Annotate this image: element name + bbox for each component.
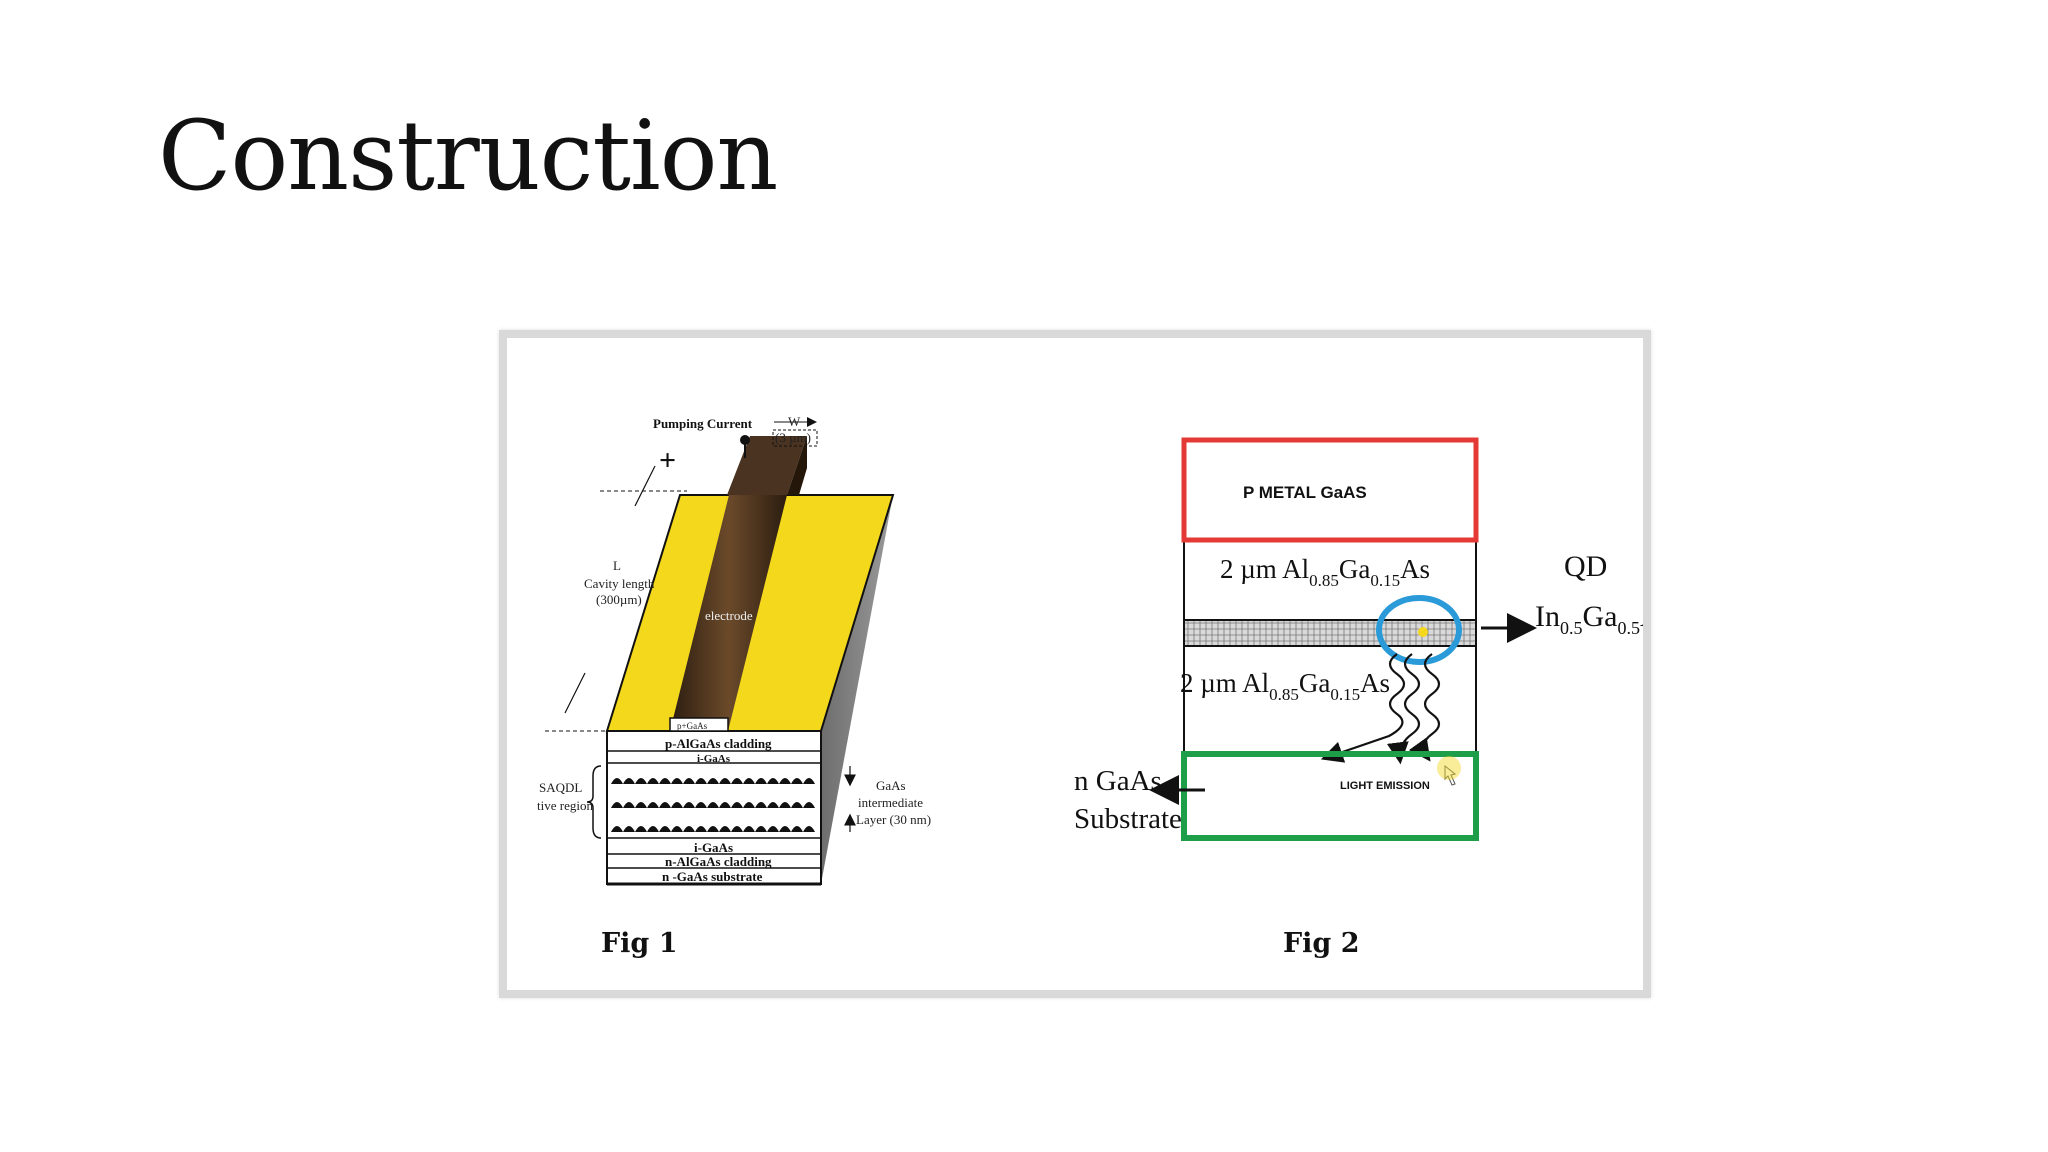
al-top-label: 2 µm Al0.85Ga0.15As [1220, 554, 1430, 590]
light-emission-label: LIGHT EMISSION [1340, 780, 1430, 792]
gaas-intermediate-1: GaAs [876, 778, 906, 793]
figure-frame: p+GaAs p-AlGaAs cladding i-GaAs i-GaAs n… [499, 330, 1651, 998]
electrode-ridge-front [787, 436, 807, 495]
n-gaas-substrate-layer [1181, 751, 1479, 841]
layer-label-i-gaas-top: i-GaAs [697, 753, 731, 765]
fig1-diagram: p+GaAs p-AlGaAs cladding i-GaAs i-GaAs n… [537, 414, 931, 959]
electrode-label: electrode [705, 608, 753, 623]
qd-label: QD [1564, 550, 1607, 583]
layer-label-n-algaas: n-AlGaAs cladding [665, 854, 772, 869]
plus-sign: + [659, 444, 676, 477]
cavity-l-label: L [613, 558, 621, 573]
pumping-current-label: Pumping Current [653, 416, 753, 431]
figure-canvas: p+GaAs p-AlGaAs cladding i-GaAs i-GaAs n… [537, 414, 1643, 959]
terminal-icon [740, 435, 750, 445]
electrode-ridge-top [727, 436, 807, 495]
al-bottom-label: 2 µm Al0.85Ga0.15As [1180, 668, 1390, 704]
saqdl-label-2: tive region [537, 798, 593, 813]
fig2-caption: Fig 2 [1283, 928, 1360, 959]
quantum-dot-rows [611, 778, 815, 832]
layer-label-p-algaas: p-AlGaAs cladding [665, 736, 772, 751]
w-label: W [788, 414, 801, 429]
fig1-caption: Fig 1 [601, 928, 678, 959]
layer-label-n-gaas-substrate: n -GaAs substrate [662, 869, 763, 884]
substrate-label-1: n GaAs [1074, 765, 1162, 797]
p-gaas-layer [669, 717, 729, 732]
substrate-label-2: Substrate [1074, 803, 1182, 835]
cavity-length-label: Cavity length [584, 576, 655, 591]
p-metal-label: P METAL GaAS [1243, 483, 1367, 502]
layer-label-i-gaas-bottom: i-GaAs [694, 840, 733, 855]
gaas-intermediate-2: intermediate [858, 795, 923, 810]
saqdl-label-1: SAQDL [539, 780, 582, 795]
quantum-dot-marker [1418, 627, 1428, 637]
cavity-length-value: (300µm) [596, 592, 642, 607]
qd-layer [1183, 619, 1477, 647]
slide-title: Construction [158, 100, 778, 212]
qd-highlight-ring [1376, 595, 1462, 665]
w-value: (3 µm) [775, 430, 811, 445]
ingaas-label: In0.5Ga0.5As [1535, 600, 1643, 638]
p-metal-layer [1181, 437, 1479, 543]
cursor-pointer-icon [1444, 764, 1457, 786]
gaas-intermediate-3: Layer (30 nm) [856, 812, 931, 827]
electrode-stripe [670, 495, 787, 731]
p-gaas-label: p+GaAs [677, 721, 708, 731]
light-emission-waves [1320, 653, 1441, 765]
fig2-diagram: P METAL GaAS 2 µm Al0.85Ga0.15As 2 µm Al… [1074, 437, 1643, 959]
